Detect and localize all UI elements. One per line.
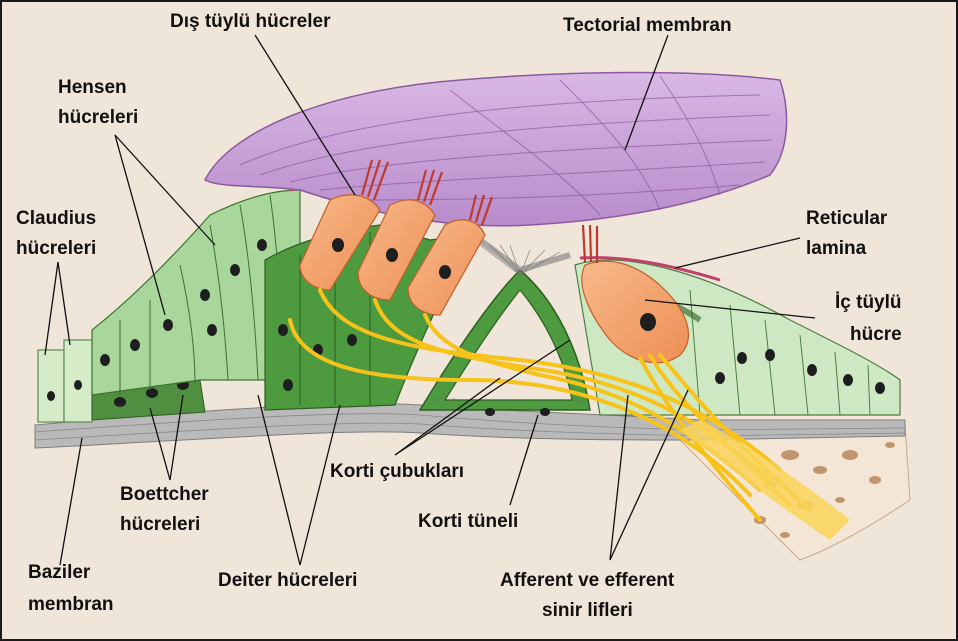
image-border (0, 0, 958, 641)
organ-of-corti-diagram: Dış tüylü hücreler Tectorial membran Hen… (0, 0, 958, 641)
